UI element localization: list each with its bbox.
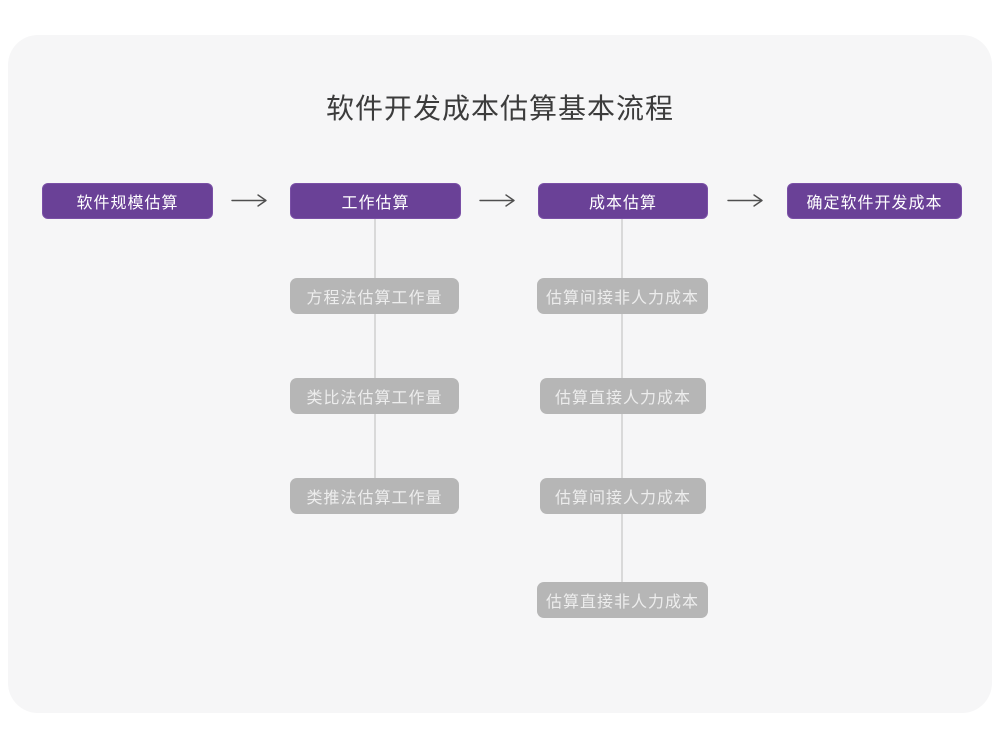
- sub-step-direct-non-labor-cost: 估算直接非人力成本: [537, 582, 708, 618]
- connector-line-work-estimation: [374, 219, 376, 479]
- diagram-title: 软件开发成本估算基本流程: [325, 93, 674, 124]
- arrow-right-icon: [479, 192, 519, 209]
- sub-step-label: 估算直接人力成本: [554, 390, 691, 407]
- sub-step-direct-labor-cost: 估算直接人力成本: [540, 378, 706, 414]
- sub-step-label: 方程法估算工作量: [306, 290, 443, 307]
- flow-step-work-estimation: 工作估算: [290, 183, 461, 219]
- flow-step-label: 工作估算: [341, 195, 410, 212]
- sub-step-extrapolation-method-workload: 类推法估算工作量: [290, 478, 459, 514]
- sub-step-label: 估算间接人力成本: [554, 490, 691, 507]
- flow-step-cost-estimation: 成本估算: [538, 183, 708, 219]
- sub-step-label: 估算间接非人力成本: [545, 290, 699, 307]
- arrow-right-icon: [231, 192, 271, 209]
- flow-step-determine-software-dev-cost: 确定软件开发成本: [787, 183, 962, 219]
- diagram-card: [8, 35, 992, 713]
- sub-step-label: 估算直接非人力成本: [545, 594, 699, 611]
- sub-step-indirect-labor-cost: 估算间接人力成本: [540, 478, 706, 514]
- flow-step-software-scale-estimation: 软件规模估算: [42, 183, 213, 219]
- sub-step-label: 类比法估算工作量: [306, 390, 443, 407]
- flow-step-label: 成本估算: [588, 195, 657, 212]
- sub-step-analogy-method-workload: 类比法估算工作量: [290, 378, 459, 414]
- arrow-right-icon: [727, 192, 767, 209]
- sub-step-label: 类推法估算工作量: [306, 490, 443, 507]
- sub-step-equation-method-workload: 方程法估算工作量: [290, 278, 459, 314]
- flow-step-label: 确定软件开发成本: [806, 195, 943, 212]
- flow-step-label: 软件规模估算: [76, 195, 179, 212]
- sub-step-indirect-non-labor-cost: 估算间接非人力成本: [537, 278, 708, 314]
